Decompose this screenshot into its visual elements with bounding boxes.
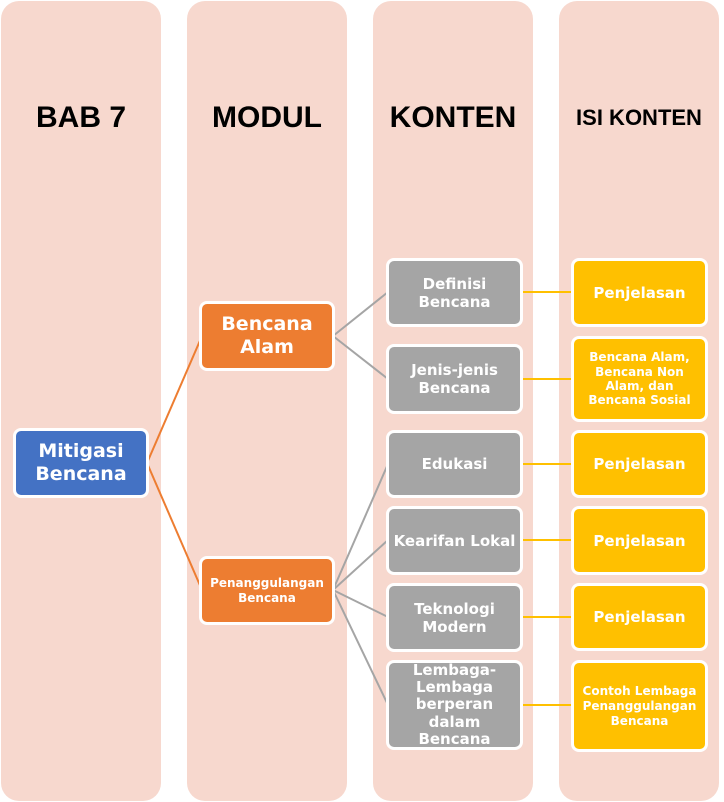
column-modul: MODUL <box>187 1 347 801</box>
node-detail-jenis[interactable]: Bencana Alam, Bencana Non Alam, dan Benc… <box>571 336 708 422</box>
node-mitigasi-bencana[interactable]: Mitigasi Bencana <box>13 428 149 498</box>
column-bab: BAB 7 <box>1 1 161 801</box>
node-lembaga-lembaga[interactable]: Lembaga- Lembaga berperan dalam Bencana <box>386 660 523 750</box>
node-edukasi[interactable]: Edukasi <box>386 430 523 498</box>
node-detail-lembaga[interactable]: Contoh Lembaga Penanggulangan Bencana <box>571 660 708 752</box>
node-detail-definisi[interactable]: Penjelasan <box>571 258 708 327</box>
column-header-modul: MODUL <box>212 101 322 134</box>
node-penanggulangan-bencana[interactable]: Penanggulangan Bencana <box>199 556 335 625</box>
node-bencana-alam[interactable]: Bencana Alam <box>199 301 335 371</box>
node-detail-kearifan[interactable]: Penjelasan <box>571 506 708 575</box>
column-header-isi-konten: ISI KONTEN <box>576 105 702 130</box>
node-teknologi-modern[interactable]: Teknologi Modern <box>386 583 523 652</box>
node-kearifan-lokal[interactable]: Kearifan Lokal <box>386 506 523 575</box>
node-detail-edukasi[interactable]: Penjelasan <box>571 430 708 498</box>
node-jenis-jenis-bencana[interactable]: Jenis-jenis Bencana <box>386 344 523 414</box>
node-definisi-bencana[interactable]: Definisi Bencana <box>386 258 523 327</box>
column-header-bab: BAB 7 <box>35 101 126 134</box>
node-detail-teknologi[interactable]: Penjelasan <box>571 583 708 651</box>
column-header-konten: KONTEN <box>389 101 517 134</box>
